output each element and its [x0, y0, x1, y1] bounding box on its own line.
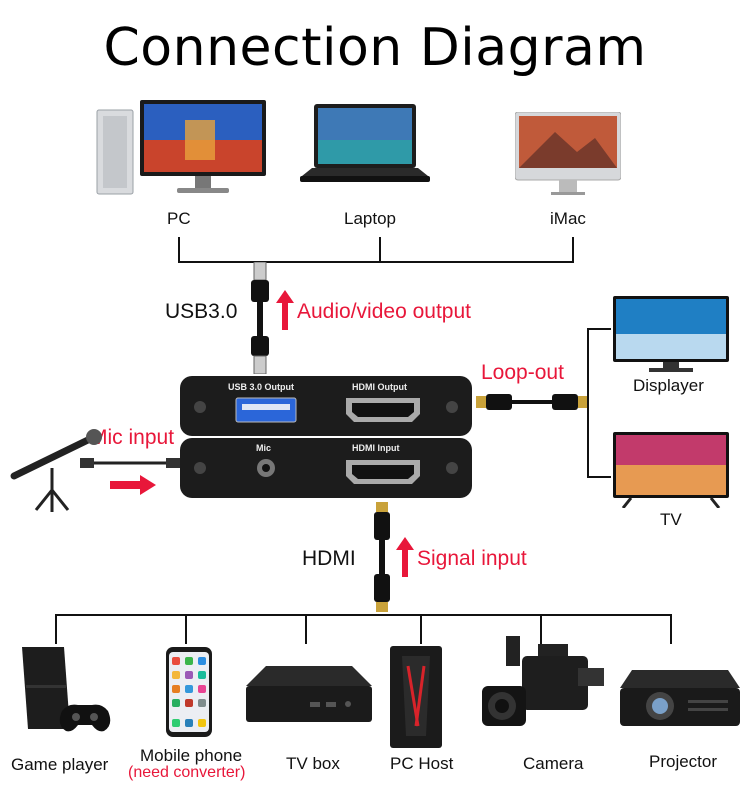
connector-line	[185, 614, 187, 644]
connector-line	[572, 237, 574, 263]
projector-icon	[618, 666, 740, 730]
usb-output-port-label: USB 3.0 Output	[228, 382, 295, 392]
connector-line	[540, 614, 542, 644]
connector-line	[178, 261, 574, 263]
audio-video-output-label: Audio/video output	[297, 300, 471, 323]
pc-tower-icon	[388, 646, 444, 748]
laptop-icon	[300, 104, 430, 188]
desktop-pc-icon	[95, 100, 267, 198]
mobile-phone-label: Mobile phone	[140, 746, 243, 765]
tv-box-icon	[246, 666, 372, 726]
connector-line	[670, 614, 672, 644]
connector-line	[55, 614, 672, 616]
tv-icon	[613, 432, 729, 508]
hdmi-output-port-label: HDMI Output	[352, 382, 407, 392]
connector-line	[420, 614, 422, 644]
camcorder-icon	[482, 634, 606, 732]
displayer-label: Displayer	[633, 376, 704, 395]
imac-label: iMac	[550, 209, 586, 228]
game-player-label: Game player	[11, 755, 109, 774]
page-title: Connection Diagram	[103, 18, 647, 78]
laptop-label: Laptop	[344, 209, 396, 228]
arrow-up-icon	[396, 537, 414, 577]
camera-label: Camera	[523, 754, 584, 773]
imac-icon	[515, 112, 621, 196]
tv-label: TV	[660, 510, 682, 529]
hdmi-label: HDMI	[302, 547, 356, 570]
connector-line	[305, 614, 307, 644]
connector-line	[587, 476, 611, 478]
hdmi-input-cable-icon	[371, 502, 393, 614]
tv-box-label: TV box	[286, 754, 340, 773]
game-console-icon	[18, 645, 113, 740]
microphone-icon	[2, 428, 182, 514]
connector-line	[178, 237, 180, 263]
connector-line	[587, 328, 589, 478]
pc-host-label: PC Host	[390, 754, 454, 773]
connector-line	[587, 328, 611, 330]
hdmi-loop-cable-icon	[476, 392, 588, 412]
pc-label: PC	[167, 209, 191, 228]
hdmi-input-port-label: HDMI Input	[352, 443, 400, 453]
monitor-icon	[613, 296, 729, 374]
usb-cable-icon	[247, 262, 273, 374]
smartphone-icon	[166, 647, 212, 737]
connector-line	[55, 614, 57, 644]
projector-label: Projector	[649, 752, 718, 771]
need-converter-note: (need converter)	[128, 764, 246, 781]
arrow-right-icon	[110, 475, 156, 495]
mic-port-label: Mic	[256, 443, 272, 453]
loop-out-label: Loop-out	[481, 361, 564, 384]
usb-label: USB3.0	[165, 300, 238, 323]
connector-line	[379, 237, 381, 263]
mic-input-label: Mic input	[90, 426, 175, 449]
capture-device	[180, 376, 472, 498]
arrow-up-icon	[276, 290, 294, 330]
signal-input-label: Signal input	[417, 547, 527, 570]
